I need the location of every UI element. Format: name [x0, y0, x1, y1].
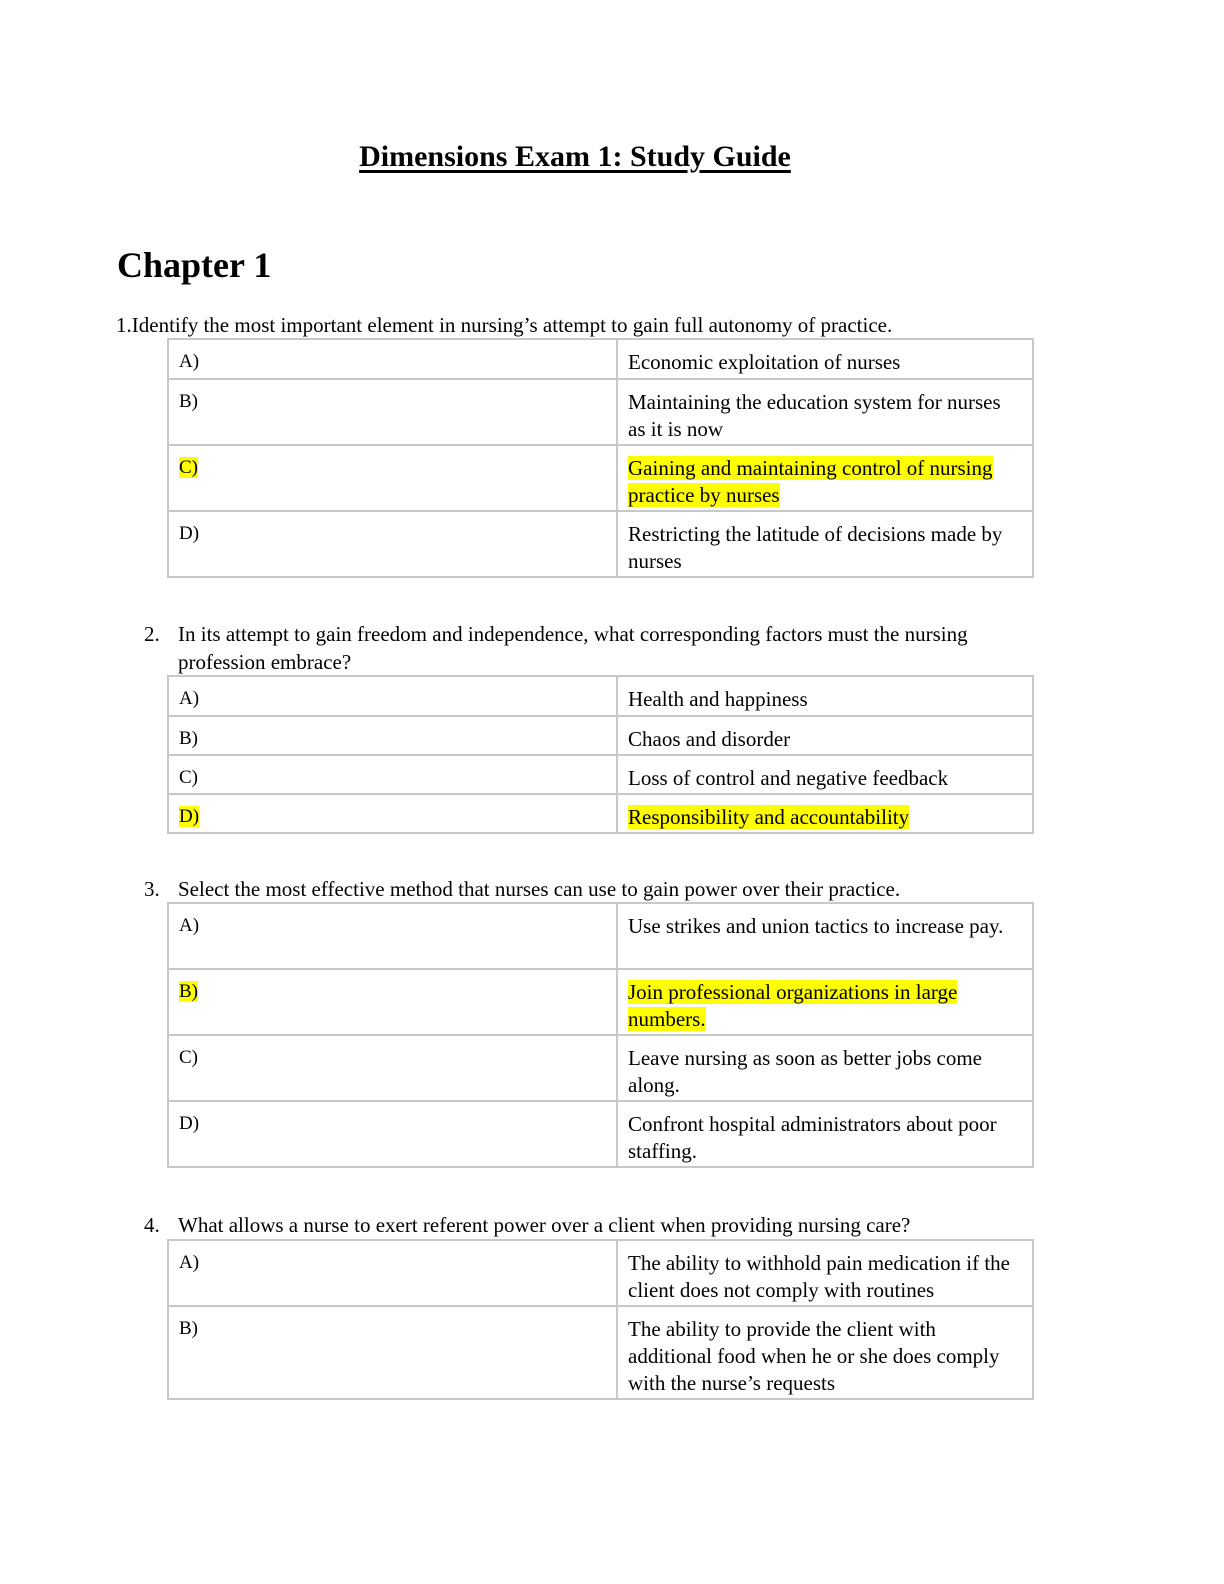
option-row: B) The ability to provide the client wit…: [167, 1305, 1034, 1400]
question-number: 4.: [144, 1213, 160, 1237]
option-row: C) Loss of control and negative feedback: [167, 754, 1034, 795]
option-row-correct: D) Responsibility and accountability: [167, 793, 1034, 834]
options-table-q1: A) Economic exploitation of nurses B) Ma…: [167, 338, 1034, 578]
option-row: B) Chaos and disorder: [167, 715, 1034, 756]
options-table-q4: A) The ability to withhold pain medicati…: [167, 1239, 1034, 1400]
option-text: Economic exploitation of nurses: [628, 350, 901, 374]
option-letter: A): [179, 688, 200, 709]
option-text-highlighted: Gaining and maintaining control of nursi…: [628, 456, 993, 507]
option-text: Confront hospital administrators about p…: [628, 1112, 997, 1163]
option-letter: D): [179, 1113, 200, 1134]
chapter-heading: Chapter 1: [117, 245, 272, 285]
option-letter-highlighted: B): [179, 981, 198, 1002]
option-letter: C): [179, 767, 198, 788]
question-text: Select the most effective method that nu…: [178, 877, 901, 901]
question-text: What allows a nurse to exert referent po…: [178, 1213, 911, 1237]
document-title: Dimensions Exam 1: Study Guide: [359, 140, 791, 173]
options-table-q2: A) Health and happiness B) Chaos and dis…: [167, 675, 1034, 834]
option-letter: B): [179, 391, 198, 412]
options-table-q3: A) Use strikes and union tactics to incr…: [167, 902, 1034, 1168]
question-number: 3.: [144, 877, 160, 901]
option-letter: C): [179, 1047, 198, 1068]
option-row: A) The ability to withhold pain medicati…: [167, 1239, 1034, 1307]
option-text: Health and happiness: [628, 687, 808, 711]
question-number: 1.: [116, 313, 132, 337]
option-row-correct: B) Join professional organizations in la…: [167, 968, 1034, 1036]
question-1: 1.Identify the most important element in…: [116, 311, 1076, 339]
option-row: D) Restricting the latitude of decisions…: [167, 510, 1034, 578]
option-letter: A): [179, 351, 200, 372]
option-row: B) Maintaining the education system for …: [167, 378, 1034, 446]
option-row: D) Confront hospital administrators abou…: [167, 1100, 1034, 1168]
option-text-highlighted: Responsibility and accountability: [628, 805, 910, 829]
option-text: Loss of control and negative feedback: [628, 766, 949, 790]
option-text: The ability to withhold pain medication …: [628, 1251, 1010, 1302]
option-row: C) Leave nursing as soon as better jobs …: [167, 1034, 1034, 1102]
option-text: Use strikes and union tactics to increas…: [628, 914, 1004, 938]
question-text: Identify the most important element in n…: [131, 313, 893, 337]
option-text: Chaos and disorder: [628, 727, 791, 751]
option-letter: A): [179, 915, 200, 936]
option-text: Maintaining the education system for nur…: [628, 390, 1001, 441]
option-text-highlighted: Join professional organizations in large…: [628, 980, 958, 1031]
option-letter-highlighted: C): [179, 457, 198, 478]
question-number: 2.: [144, 622, 160, 646]
option-text: Restricting the latitude of decisions ma…: [628, 522, 1003, 573]
option-letter: B): [179, 1318, 198, 1339]
option-text: The ability to provide the client with a…: [628, 1317, 1000, 1395]
option-letter: D): [179, 523, 200, 544]
option-letter-highlighted: D): [179, 806, 200, 827]
option-row: A) Economic exploitation of nurses: [167, 338, 1034, 380]
question-text: In its attempt to gain freedom and indep…: [178, 622, 968, 674]
option-letter: A): [179, 1252, 200, 1273]
option-row: A) Health and happiness: [167, 675, 1034, 717]
option-row-correct: C) Gaining and maintaining control of nu…: [167, 444, 1034, 512]
option-letter: B): [179, 728, 198, 749]
option-row: A) Use strikes and union tactics to incr…: [167, 902, 1034, 970]
option-text: Leave nursing as soon as better jobs com…: [628, 1046, 982, 1097]
